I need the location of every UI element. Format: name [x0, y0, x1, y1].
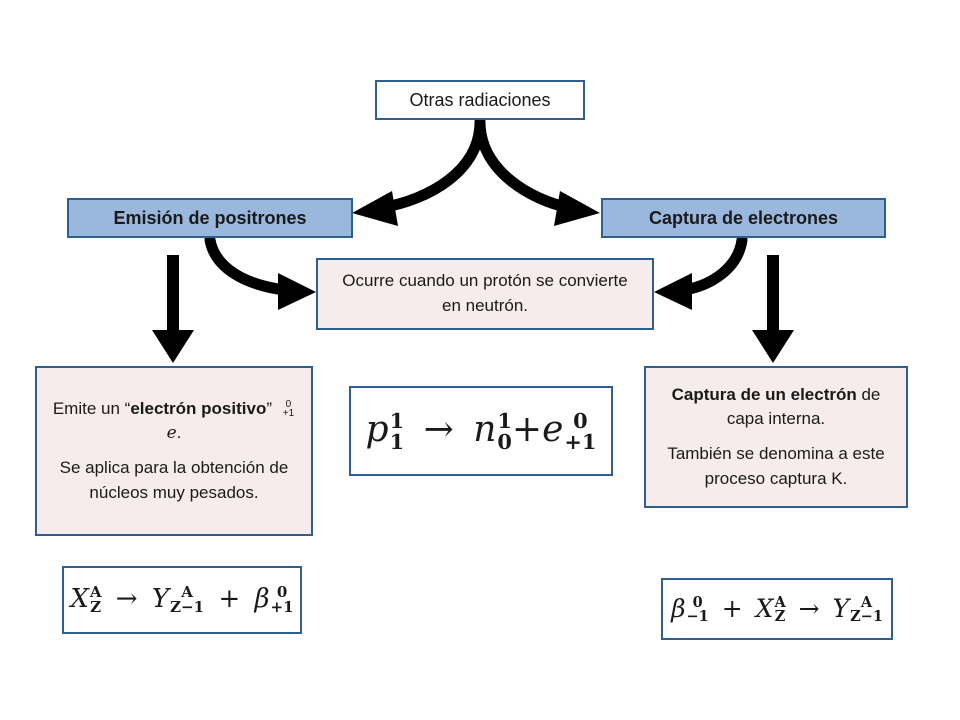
- node-proton-neutron: Ocurre cuando un protón se convierte en …: [316, 258, 654, 330]
- node-captura-electrones-label: Captura de electrones: [648, 207, 839, 228]
- left-inline-end: .: [176, 423, 182, 443]
- formula-center-term2-sup: 1: [497, 408, 512, 434]
- formula-center-term3-sub: +1: [564, 429, 597, 455]
- arrow-right-to-center: [679, 234, 748, 296]
- left-inline-scripts: 0+1: [282, 399, 295, 420]
- formula-left-term1-sub: Z: [90, 598, 102, 617]
- node-emision-positrones-label: Emisión de positrones: [113, 207, 307, 228]
- left-description: Emite un “electrón positivo” 0+1 e. Se ap…: [35, 366, 313, 536]
- right-description-p1: Captura de un electrón de capa interna.: [658, 383, 894, 432]
- formula-left-term1-sup: A: [89, 583, 102, 602]
- arrow-left-down-shaft: [167, 255, 179, 335]
- formula-left-arrow: →: [115, 584, 138, 615]
- formula-left-term1: X: [70, 584, 89, 615]
- node-emision-positrones: Emisión de positrones: [67, 198, 353, 238]
- formula-right-term1: β: [671, 593, 686, 623]
- formula-right-term2: X: [755, 593, 774, 623]
- left-description-p1: Emite un “electrón positivo” 0+1 e.: [51, 397, 297, 446]
- left-inline-symbol: e: [166, 423, 177, 444]
- arrow-top-to-right-head: [554, 191, 600, 226]
- arrow-top-to-left-head: [352, 191, 398, 226]
- node-proton-neutron-label: Ocurre cuando un protón se convierte en …: [342, 271, 628, 315]
- formula-right-term2-sup: A: [774, 593, 786, 611]
- left-inline-sup: 0: [285, 399, 292, 411]
- formula-center-term3: e: [542, 409, 564, 451]
- formula-right-term3-sub: Z−1: [850, 608, 883, 625]
- formula-right-term3-sup: A: [860, 593, 873, 611]
- right-p1-rest: de capa interna.: [726, 384, 881, 429]
- formula-right-arrow: →: [798, 593, 820, 623]
- arrow-top-to-left: [374, 116, 486, 214]
- formula-right-term1-sup: 0: [692, 593, 703, 611]
- formula-left-term3-sub: +1: [270, 598, 294, 617]
- node-otras-radiaciones: Otras radiaciones: [375, 80, 585, 120]
- left-p1-pre: Emite un “: [52, 398, 131, 418]
- left-p1-post: ”: [266, 398, 273, 418]
- formula-left-plus: +: [218, 584, 241, 615]
- formula-center-term1-sup: 1: [389, 408, 405, 434]
- left-description-p2: Se aplica para la obtención de núcleos m…: [59, 458, 289, 502]
- formula-center-term3-sup: 0: [573, 408, 588, 434]
- left-inline-sub: +1: [282, 408, 295, 420]
- formula-center-plus: +: [511, 409, 543, 451]
- formula-center-term2: n: [473, 409, 497, 451]
- formula-left-term2-sub: Z−1: [170, 598, 205, 617]
- formula-left-term2: Y: [151, 584, 170, 615]
- arrow-top-to-right: [474, 116, 576, 214]
- arrow-left-down-head: [152, 330, 194, 363]
- formula-left-term3: β: [254, 584, 270, 615]
- formula-right-term2-sub: Z: [774, 608, 786, 625]
- formula-left-term3-sup: 0: [276, 583, 288, 602]
- formula-left-term2-sup: A: [181, 583, 193, 602]
- formula-right-term1-sub: −1: [686, 608, 709, 625]
- arrow-left-to-center-head: [278, 273, 316, 310]
- formula-right-plus: +: [721, 593, 743, 623]
- formula-right-term3: Y: [832, 593, 850, 623]
- formula-center-term1: p: [365, 409, 389, 451]
- arrow-left-to-center: [204, 234, 291, 296]
- arrow-right-down-shaft: [767, 255, 779, 335]
- formula-center-term1-sub: 1: [389, 429, 405, 455]
- right-description: Captura de un electrón de capa interna. …: [644, 366, 908, 508]
- arrow-right-to-center-head: [654, 273, 692, 310]
- formula-center-arrow: →: [423, 409, 454, 451]
- right-description-p2: También se denomina a este proceso captu…: [667, 444, 885, 488]
- arrow-right-down-head: [752, 330, 794, 363]
- left-p1-bold: electrón positivo: [130, 398, 267, 418]
- node-captura-electrones: Captura de electrones: [601, 198, 886, 238]
- formula-center-term2-sub: 0: [497, 429, 512, 455]
- node-otras-radiaciones-label: Otras radiaciones: [409, 89, 551, 110]
- right-p1-bold: Captura de un electrón: [671, 384, 857, 404]
